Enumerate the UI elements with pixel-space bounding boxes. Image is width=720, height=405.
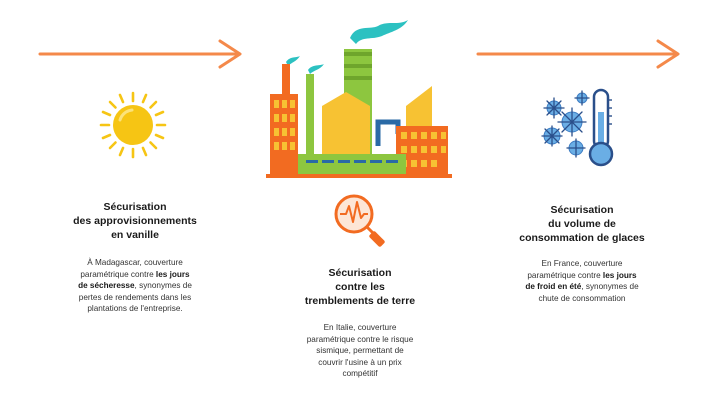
- sun-icon: [99, 91, 167, 159]
- left-title-line-2: des approvisionnements: [73, 215, 197, 227]
- right-desc-line-3-bold: de froid en été: [525, 282, 582, 291]
- center-desc-line-5: compétitif: [342, 369, 378, 378]
- left-desc-line-5: plantations de l'entreprise.: [87, 304, 183, 313]
- right-title-line-2: du volume de: [548, 218, 616, 230]
- center-title: Sécurisation contre les tremblements de …: [275, 266, 445, 308]
- center-title-line-3: tremblements de terre: [304, 295, 416, 307]
- right-desc-line-2-bold: les jours: [602, 270, 637, 280]
- left-description: À Madagascar, couverture paramétrique co…: [50, 257, 220, 315]
- right-desc-line-3: de froid en été, synonymes de: [497, 281, 667, 293]
- left-title: Sécurisation des approvisionnements en v…: [50, 200, 220, 242]
- right-desc-line-1: En France, couverture: [541, 259, 623, 268]
- center-desc-line-2: paramétrique contre le risque: [306, 334, 414, 344]
- left-desc-line-1: À Madagascar, couverture: [87, 258, 183, 267]
- right-title-line-3: consommation de glaces: [519, 232, 645, 244]
- left-arrow-icon: [38, 39, 242, 69]
- right-desc-line-4: chute de consommation: [538, 293, 626, 303]
- center-title-line-1: Sécurisation: [328, 267, 392, 279]
- left-desc-line-2: paramétrique contre les jours: [50, 269, 220, 281]
- center-desc-line-4: couvrir l'usine à un prix: [318, 357, 402, 367]
- left-title-line-1: Sécurisation: [103, 201, 167, 213]
- left-desc-line-3-text: , synonymes de: [134, 281, 192, 290]
- left-desc-line-2-text: paramétrique contre: [80, 269, 156, 279]
- center-description: En Italie, couverture paramétrique contr…: [275, 322, 445, 380]
- seismograph-magnifier-icon: [334, 194, 385, 247]
- left-desc-line-2-bold: les jours: [155, 269, 190, 279]
- left-desc-line-4: pertes de rendements dans les: [78, 292, 192, 302]
- left-desc-line-3-bold: de sécheresse: [78, 281, 135, 290]
- snowflakes-thermometer-icon: [541, 88, 614, 167]
- right-desc-line-3-text: , synonymes de: [581, 282, 639, 291]
- center-desc-line-1: En Italie, couverture: [323, 323, 397, 332]
- right-title: Sécurisation du volume de consommation d…: [497, 203, 667, 245]
- right-desc-line-2-text: paramétrique contre: [527, 270, 603, 280]
- right-description: En France, couverture paramétrique contr…: [497, 258, 667, 304]
- left-title-line-3: en vanille: [111, 229, 159, 241]
- left-desc-line-3: de sécheresse, synonymes de: [50, 280, 220, 292]
- right-title-line-1: Sécurisation: [550, 204, 614, 216]
- right-desc-line-2: paramétrique contre les jours: [497, 270, 667, 282]
- factory-icon: [266, 20, 452, 178]
- right-arrow-icon: [476, 39, 680, 69]
- center-desc-line-3: sismique, permettant de: [316, 346, 404, 355]
- center-title-line-2: contre les: [335, 281, 385, 293]
